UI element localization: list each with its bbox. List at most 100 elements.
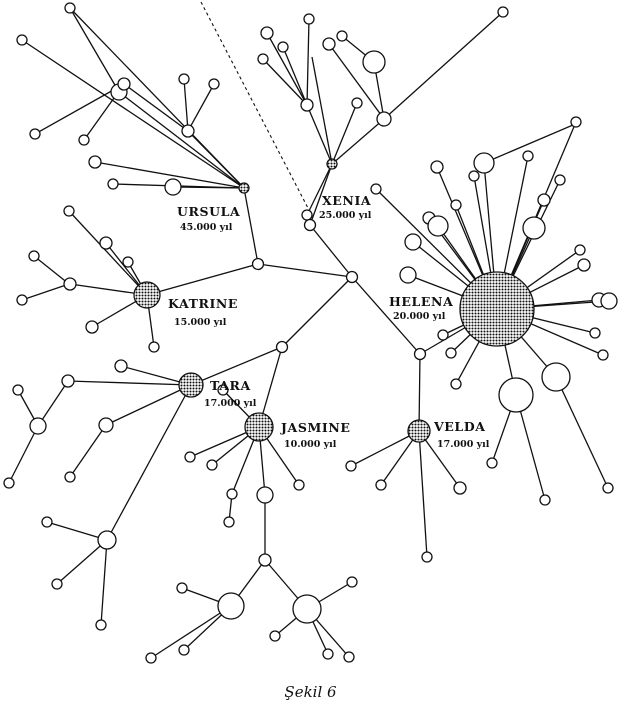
spine-edge — [418, 353, 421, 432]
haplotype-node — [370, 183, 382, 195]
junction-node — [413, 347, 427, 361]
clan-hub-xenia — [326, 158, 338, 170]
clan-hub-helena — [459, 271, 535, 347]
haplotype-node — [498, 377, 534, 413]
branch-edge — [383, 11, 504, 120]
branch-edge — [33, 255, 70, 285]
branch-edge — [69, 424, 107, 478]
clan-hub-jasmine — [244, 412, 274, 442]
haplotype-node — [117, 77, 131, 91]
haplotype-node — [122, 256, 134, 268]
haplotype-node — [277, 41, 289, 53]
branch-edge — [306, 104, 333, 165]
clan-name-jasmine: JASMINE — [280, 420, 350, 435]
network-edges — [8, 1, 610, 659]
haplotype-node — [375, 479, 387, 491]
haplotype-node — [12, 384, 24, 396]
spine-edge — [243, 187, 259, 265]
branch-edge — [350, 430, 420, 467]
haplotype-node — [399, 266, 417, 284]
dashed-reference-line — [200, 1, 310, 211]
junction-node — [275, 340, 289, 354]
haplotype-node — [95, 619, 107, 631]
haplotype-node — [497, 6, 509, 18]
haplotype-node — [345, 460, 357, 472]
haplotype-node — [223, 516, 235, 528]
haplotype-node — [226, 488, 238, 500]
junction-node — [345, 270, 359, 284]
haplotype-node — [176, 582, 188, 594]
spine-edge — [309, 163, 333, 226]
haplotype-node — [107, 178, 119, 190]
clan-age-xenia: 25.000 yıl — [319, 210, 372, 221]
branch-edge — [187, 130, 245, 189]
haplotype-node — [404, 233, 422, 251]
haplotype-node — [570, 116, 582, 128]
spine-edge — [190, 346, 283, 386]
haplotype-node — [430, 160, 444, 174]
branch-edge — [69, 7, 120, 93]
clan-labels: URSULA 45.000 yıl XENIA 25.000 yıl HELEN… — [168, 193, 490, 450]
haplotype-node — [450, 199, 462, 211]
branch-edge — [34, 83, 125, 135]
branch-edge — [8, 425, 39, 484]
branch-edge — [331, 118, 385, 165]
branch-edge — [187, 83, 215, 132]
clan-name-xenia: XENIA — [322, 193, 371, 208]
haplotype-node — [148, 341, 160, 353]
clan-name-velda: VELDA — [433, 419, 486, 434]
clan-age-ursula: 45.000 yıl — [180, 222, 233, 233]
clan-hub-velda — [407, 419, 431, 443]
haplotype-node — [574, 244, 586, 256]
haplotype-node — [437, 329, 449, 341]
haplotype-node — [181, 124, 195, 138]
clan-age-katrine: 15.000 yıl — [174, 317, 227, 328]
haplotype-node — [114, 359, 128, 373]
haplotype-node — [486, 457, 498, 469]
haplotype-node — [61, 374, 75, 388]
haplotype-node — [98, 417, 114, 433]
branch-edge — [266, 32, 308, 106]
branch-edge — [555, 376, 609, 489]
junction-node — [303, 218, 317, 232]
haplotype-node — [85, 320, 99, 334]
spine-edge — [257, 263, 353, 278]
haplotype-node — [522, 216, 546, 240]
branch-edge — [106, 384, 192, 541]
branch-edge — [311, 56, 333, 165]
haplotype-node — [260, 26, 274, 40]
branch-edge — [483, 121, 581, 164]
haplotype-node — [29, 128, 41, 140]
branch-edge — [515, 394, 546, 501]
haplotype-node — [421, 551, 433, 563]
haplotype-node — [539, 494, 551, 506]
clan-name-ursula: URSULA — [177, 204, 240, 219]
junction-node — [251, 257, 265, 271]
haplotype-node — [541, 362, 571, 392]
haplotype-node — [362, 50, 386, 74]
spine-edge — [146, 263, 259, 296]
haplotype-node — [29, 417, 47, 435]
haplotype-node — [99, 236, 113, 250]
branch-edge — [105, 384, 192, 426]
branch-edge — [56, 539, 108, 585]
haplotype-node — [376, 111, 392, 127]
haplotype-node — [293, 479, 305, 491]
branch-edge — [68, 210, 148, 296]
haplotype-node — [16, 294, 28, 306]
haplotype-node — [522, 150, 534, 162]
haplotype-node — [445, 347, 457, 359]
haplotype-node — [343, 651, 355, 663]
branch-edge — [418, 430, 428, 558]
clan-name-tara: TARA — [210, 378, 251, 393]
haplotype-node — [589, 327, 601, 339]
clan-hub-tara — [178, 372, 204, 398]
haplotype-node — [322, 648, 334, 660]
haplotype-node — [164, 178, 182, 196]
haplotype-node — [336, 30, 348, 42]
clan-age-jasmine: 10.000 yıl — [284, 439, 337, 450]
spine-edge — [309, 224, 353, 278]
haplotype-node — [473, 152, 495, 174]
haplotype-node — [537, 193, 551, 207]
